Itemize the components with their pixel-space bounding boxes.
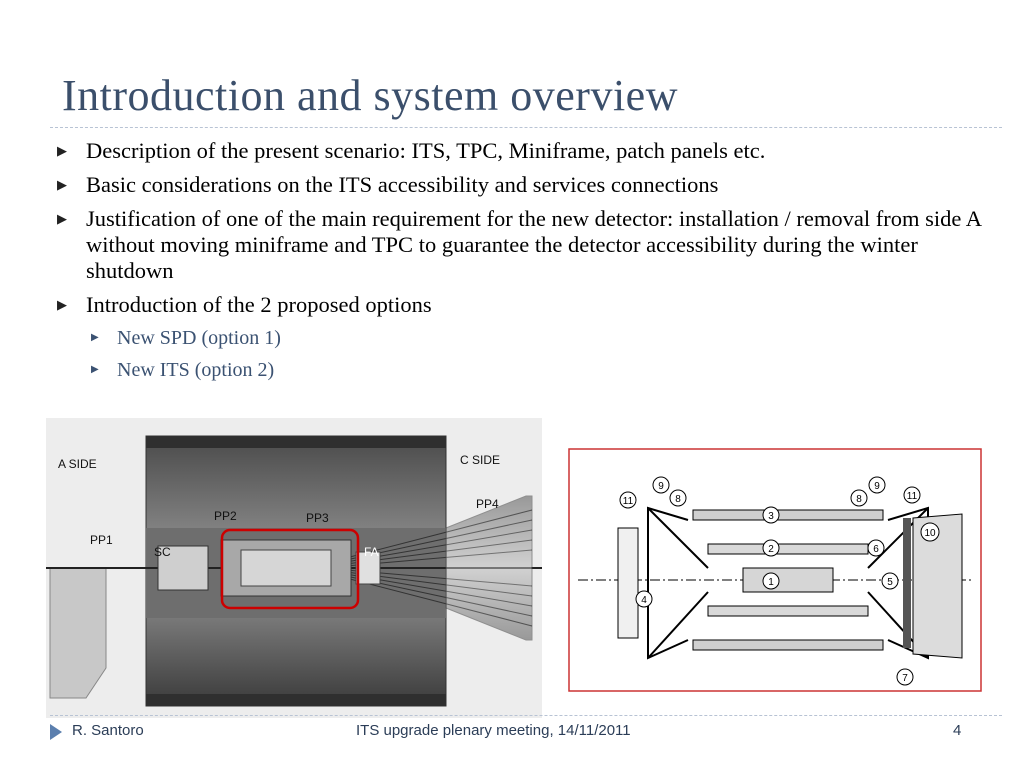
footer-arrow-icon [50,724,62,740]
callout-label: 4 [641,595,647,606]
callout-label: 5 [887,577,893,588]
sub-bullet-arrow-icon: ▶ [91,332,99,343]
callout-label: 10 [924,528,936,539]
bullet-arrow-icon: ▶ [57,211,67,226]
pp4-label: PP4 [476,497,499,511]
bullet-item: ▶ Description of the present scenario: I… [55,138,985,164]
bullet-item: ▶ Basic considerations on the ITS access… [55,172,985,198]
bullet-text: Introduction of the 2 proposed options [86,292,432,317]
sub-bullet-item: ▶ New ITS (option 2) [55,358,985,382]
bullet-text: Basic considerations on the ITS accessib… [86,172,719,197]
bullet-list: ▶ Description of the present scenario: I… [55,138,985,390]
callout-label: 6 [873,544,879,555]
bullet-arrow-icon: ▶ [57,177,67,192]
title-divider [50,127,1002,128]
fa-block [355,551,381,585]
callout-label: 11 [907,491,918,502]
page-number: 4 [953,722,962,739]
callout-label: 2 [768,544,774,555]
fa-label: FA [364,545,379,559]
callout-label: 1 [768,577,774,588]
bullet-item: ▶ Introduction of the 2 proposed options [55,292,985,318]
bullet-text: Justification of one of the main require… [86,206,981,283]
sc-block [157,545,209,591]
slide-title: Introduction and system overview [62,71,678,120]
highlight-box [220,528,360,610]
sc-label: SC [154,545,171,559]
sub-bullet-item: ▶ New SPD (option 1) [55,326,985,350]
bullet-text: Description of the present scenario: ITS… [86,138,766,163]
sub-bullet-text: New SPD (option 1) [117,327,281,349]
pp2-label: PP2 [214,509,237,523]
its-schematic-figure: 1 2 3 4 5 6 7 8 8 9 9 10 11 11 [568,448,982,692]
sub-bullet-arrow-icon: ▶ [91,364,99,375]
a-side-label: A SIDE [58,457,97,471]
footer-divider [50,715,1002,716]
footer-meeting: ITS upgrade plenary meeting, 14/11/2011 [356,722,631,739]
pp4-cone [445,495,533,641]
footer-author: R. Santoro [72,722,144,739]
callout-label: 9 [874,481,880,492]
bullet-arrow-icon: ▶ [57,143,67,158]
callout-label: 8 [856,494,862,505]
left-support-structure [49,567,107,699]
callout-label: 11 [623,496,634,507]
bullet-arrow-icon: ▶ [57,297,67,312]
callout-label: 7 [902,673,908,684]
callout-label: 8 [675,494,681,505]
sub-bullet-text: New ITS (option 2) [117,359,275,381]
pp3-label: PP3 [306,511,329,525]
c-side-label: C SIDE [460,453,500,467]
callout-label: 3 [768,511,774,522]
detector-cross-section-figure: A SIDE C SIDE PP1 PP2 PP3 PP4 SC FA [46,418,542,718]
callout-label: 9 [658,481,664,492]
bullet-item: ▶ Justification of one of the main requi… [55,206,985,284]
pp1-label: PP1 [90,533,113,547]
